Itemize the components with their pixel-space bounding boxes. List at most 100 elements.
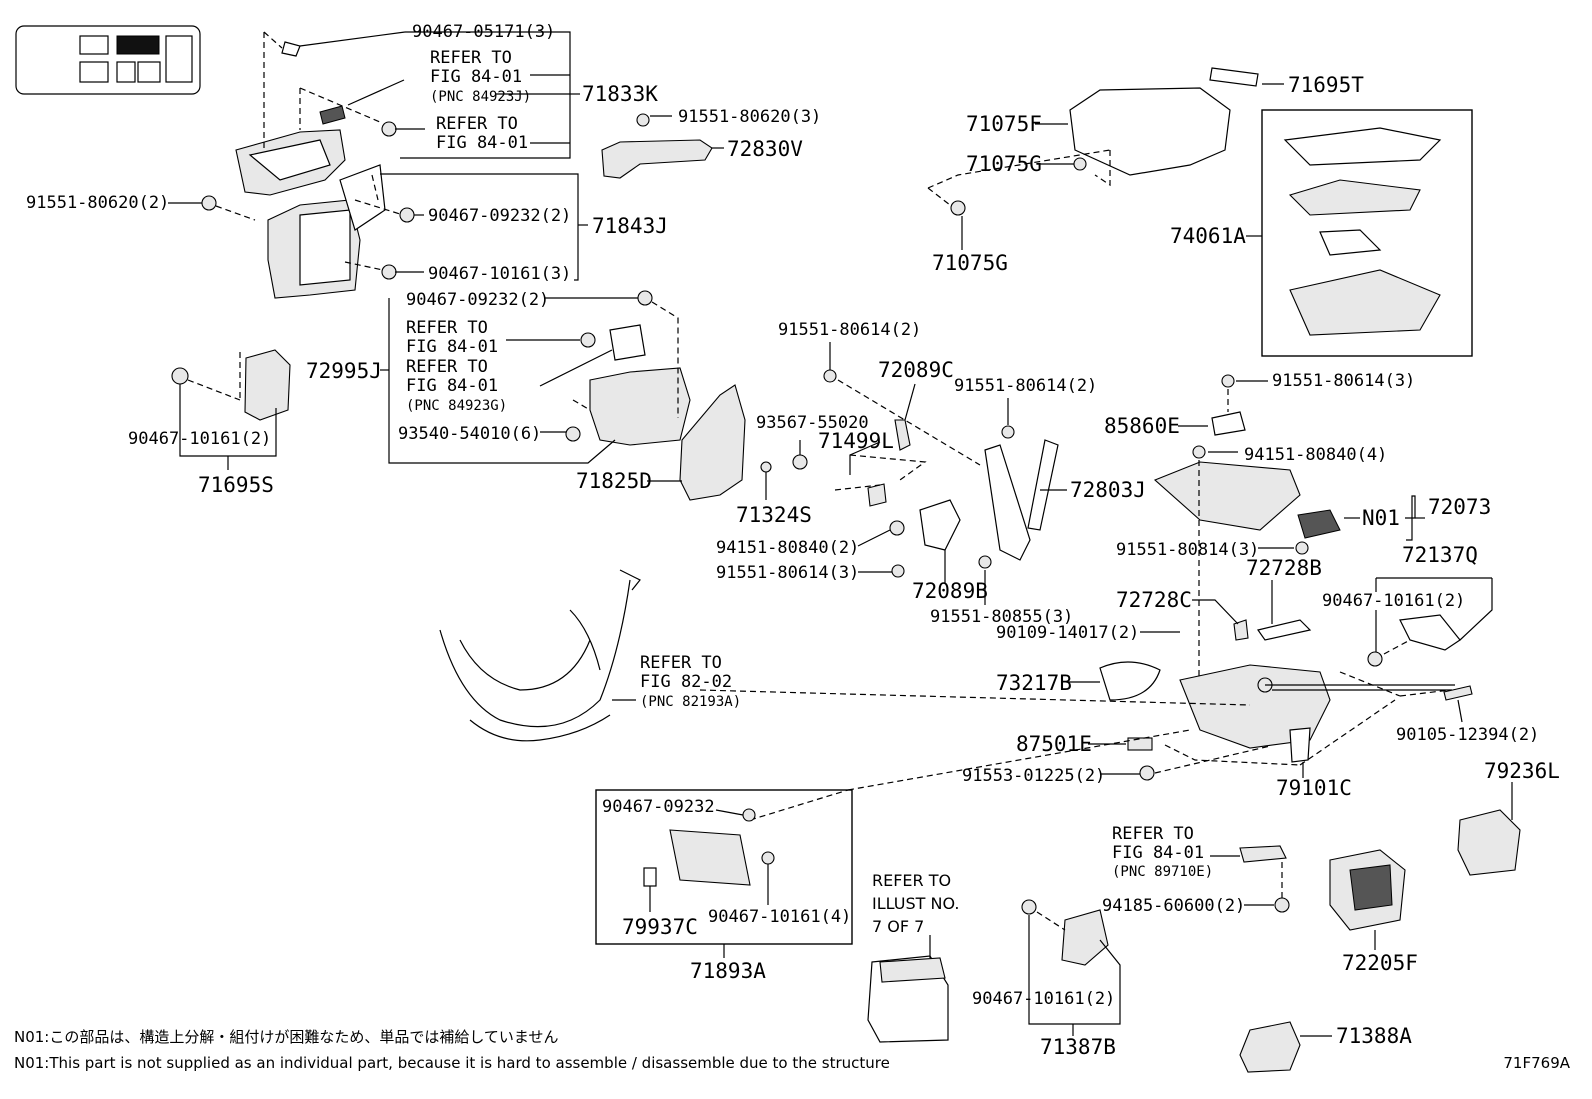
label-pnc-82193A: (PNC 82193A) [640, 694, 741, 710]
label-72830V: 72830V [727, 137, 803, 161]
label-73217B: 73217B [996, 671, 1072, 695]
console-base-72073 [1153, 374, 1341, 555]
label-refer-fig-82-02: REFER TO [640, 653, 722, 673]
label-90467-09232: 90467-09232 [602, 797, 715, 817]
label-refer-fig-84-01: REFER TO [436, 114, 518, 134]
label-72089B: 72089B [912, 579, 988, 603]
label-91551-80620-3: 91551-80620(3) [678, 107, 821, 127]
label-91551-80614-2: 91551-80614(2) [954, 376, 1097, 396]
module-87501E [1127, 737, 1153, 751]
bracket-71387B [1021, 899, 1109, 966]
label-refer-fig-84-01: FIG 84-01 [436, 133, 528, 153]
label-74061A: 74061A [1170, 224, 1246, 248]
lower-panel-71843J [201, 164, 415, 299]
label-94151-80840-2: 94151-80840(2) [716, 538, 859, 558]
label-90109-14017: 90109-14017(2) [996, 623, 1139, 643]
label-90467-10161-2: 90467-10161(2) [128, 429, 271, 449]
label-71387B: 71387B [1040, 1035, 1116, 1059]
label-90467-09232-2: 90467-09232(2) [428, 206, 571, 226]
label-71324S: 71324S [736, 503, 812, 527]
label-refer-fig-82-02: FIG 82-02 [640, 672, 732, 692]
label-refer-fig-84-01: FIG 84-01 [406, 376, 498, 396]
label-90467-10161-2: 90467-10161(2) [1322, 591, 1465, 611]
label-85860E: 85860E [1104, 414, 1180, 438]
label-refer-illust-7-of-7: REFER TO [872, 871, 951, 890]
label-71388A: 71388A [1336, 1024, 1412, 1048]
label-91551-80614-2: 91551-80614(2) [778, 320, 921, 340]
armrest-lid-72830V [601, 113, 713, 179]
sensor-71499L [867, 483, 905, 536]
label-refer-fig-84-01: REFER TO [1112, 824, 1194, 844]
label-71695S: 71695S [198, 473, 274, 497]
label-72073: 72073 [1428, 495, 1491, 519]
label-90467-05171: 90467-05171(3) [412, 22, 555, 42]
bracket-72137Q [1367, 614, 1461, 667]
label-71075G: 71075G [966, 152, 1042, 176]
heater-set-74061A [1283, 127, 1442, 336]
bezel-assembly-71833K [235, 41, 397, 196]
wire-harness-illustration [439, 569, 641, 742]
cover-71388A [1239, 1021, 1301, 1073]
ecu-bracket-71893A [643, 808, 775, 887]
label-pnc-84923J: (PNC 84923J) [430, 89, 531, 105]
label-refer-fig-84-01: FIG 84-01 [430, 67, 522, 87]
seat-frame-79101C [1139, 664, 1331, 781]
label-refer-fig-84-01: FIG 84-01 [406, 337, 498, 357]
clip-72728C [1233, 619, 1249, 641]
label-93567-55020: 93567-55020 [756, 413, 869, 433]
label-71893A: 71893A [690, 959, 766, 983]
label-71843J: 71843J [592, 214, 668, 238]
label-71833K: 71833K [582, 82, 658, 106]
bracket-72089B [891, 499, 961, 578]
label-refer-fig-84-01: FIG 84-01 [1112, 843, 1204, 863]
rail-72803J [823, 369, 1059, 569]
motor-72205F [1329, 849, 1406, 931]
label-90467-10161-2: 90467-10161(2) [972, 989, 1115, 1009]
console-panel-72995J [565, 290, 691, 446]
module-89710E [1239, 845, 1290, 913]
label-pnc-89710E: (PNC 89710E) [1112, 864, 1213, 880]
harness-73217B [1099, 661, 1161, 701]
label-91551-80855: 91551-80855(3) [930, 607, 1073, 627]
label-94185-60600: 94185-60600(2) [1102, 896, 1245, 916]
label-91551-80614-3: 91551-80614(3) [716, 563, 859, 583]
bolt-90105-12394 [1443, 685, 1473, 701]
label-91553-01225: 91553-01225(2) [962, 766, 1105, 786]
label-71695T: 71695T [1288, 73, 1364, 97]
figure-code: 71F769A [1503, 1054, 1570, 1072]
footnote-english: N01:This part is not supplied as an indi… [14, 1054, 890, 1072]
label-72089C: 72089C [878, 358, 954, 382]
label-71075G: 71075G [932, 251, 1008, 275]
label-79236L: 79236L [1484, 759, 1560, 783]
label-72728B: 72728B [1246, 556, 1322, 580]
label-72995J: 72995J [306, 359, 382, 383]
label-94151-80840-4: 94151-80840(4) [1244, 445, 1387, 465]
footnote-japanese: N01:この部品は、構造上分解・組付けが困難なため、単品では補給していません [14, 1028, 559, 1046]
box-74061A [1261, 109, 1473, 357]
bracket-72089C [894, 419, 911, 451]
heater-strip-71695T [1209, 67, 1259, 87]
label-refer-illust-7-of-7: ILLUST NO. [872, 894, 959, 913]
label-refer-fig-84-01: REFER TO [430, 48, 512, 68]
label-90467-10161-3: 90467-10161(3) [428, 264, 571, 284]
cover-79236L [1457, 809, 1521, 876]
label-90467-09232-2: 90467-09232(2) [406, 290, 549, 310]
side-cover-71825D [679, 384, 808, 501]
label-72137Q: 72137Q [1402, 543, 1478, 567]
label-71075F: 71075F [966, 112, 1042, 136]
storage-box-illustration [867, 955, 949, 1043]
label-N01: N01 [1362, 506, 1400, 530]
label-refer-fig-84-01: REFER TO [406, 357, 488, 377]
label-79101C: 79101C [1276, 776, 1352, 800]
label-refer-fig-84-01: REFER TO [406, 318, 488, 338]
label-71825D: 71825D [576, 469, 652, 493]
label-91551-80614-3: 91551-80614(3) [1272, 371, 1415, 391]
label-72728C: 72728C [1116, 588, 1192, 612]
bracket-71695S [171, 349, 291, 421]
label-87501E: 87501E [1016, 732, 1092, 756]
label-91551-80814: 91551-80814(3) [1116, 540, 1259, 560]
label-91551-80620-2: 91551-80620(2) [26, 193, 169, 213]
label-79937C: 79937C [622, 915, 698, 939]
label-72803J: 72803J [1070, 478, 1146, 502]
